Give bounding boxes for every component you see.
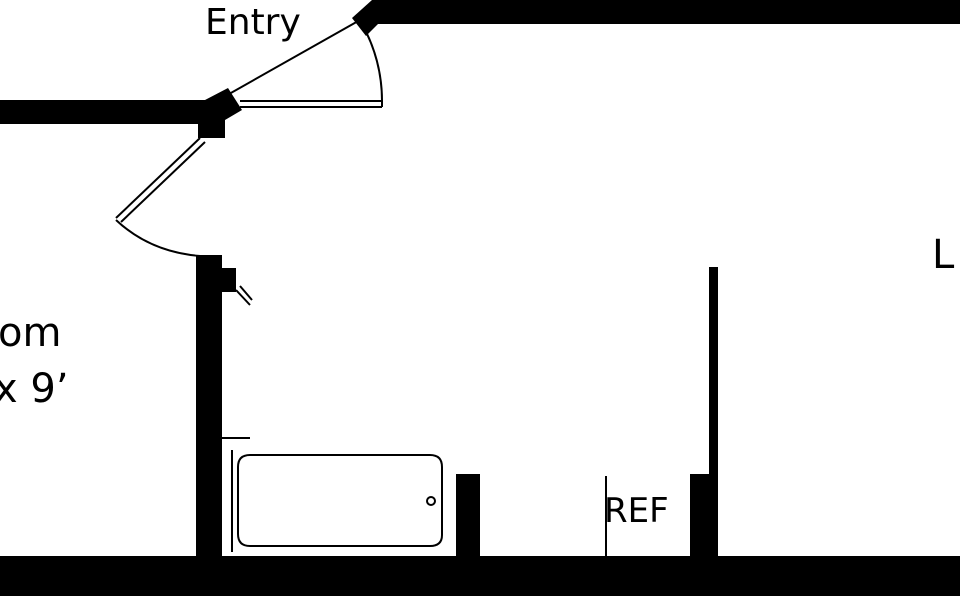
- entry-jamb-block: [198, 88, 242, 138]
- wall-upper-left: [0, 100, 214, 124]
- left-door-arc: [115, 219, 201, 257]
- entry-door: [221, 19, 384, 108]
- left-door-leaf-a: [115, 137, 201, 219]
- wall-partition-thin: [709, 267, 718, 477]
- entry-door-leaf: [221, 19, 361, 99]
- bathtub-outline: [237, 454, 443, 547]
- left-door-leaf-b: [120, 141, 206, 223]
- bathtub-drain-icon: [426, 496, 436, 506]
- wall-bottom: [0, 556, 960, 596]
- bath-door-leaf-b: [239, 285, 253, 301]
- label-room-size: x 9’: [0, 366, 69, 412]
- wall-stub-tub: [456, 474, 480, 558]
- label-right-partial: L: [932, 232, 955, 278]
- bath-door-hint: [235, 285, 253, 306]
- wall-top: [385, 0, 960, 24]
- label-ref: REF: [604, 491, 669, 531]
- bath-door-leaf-a: [235, 289, 251, 306]
- entry-door-arc: [361, 23, 384, 105]
- wall-bath-stub: [220, 268, 236, 292]
- wall-bath-vertical: [196, 255, 222, 560]
- bathtub: [222, 437, 443, 552]
- label-room-name: om: [0, 310, 61, 356]
- wall-top-corner: [352, 0, 392, 36]
- labels: Entry om x 9’ REF L: [0, 2, 955, 531]
- left-room-door: [115, 137, 206, 257]
- wall-stub-ref: [690, 474, 718, 558]
- label-entry: Entry: [205, 2, 301, 43]
